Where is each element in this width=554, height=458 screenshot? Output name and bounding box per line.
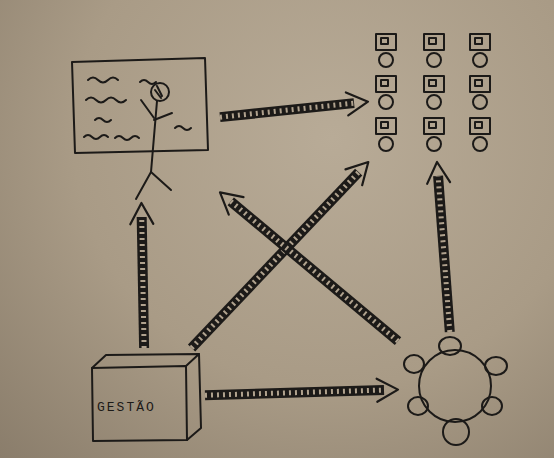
round-table [398,332,510,444]
hatched-arrow [205,379,398,402]
hatched-arrow [130,203,153,348]
arrow-hatching [205,390,384,395]
arrow-hatching [231,201,398,341]
arrow-hatching [438,176,450,332]
arrow-shaft [205,390,384,395]
arrow-shaft [192,172,359,348]
hatched-arrow [427,162,450,332]
arrow-head [130,203,153,224]
node-label: GESTÃO [97,400,156,415]
arrow-head [345,162,368,185]
arrow-head [427,162,450,184]
arrow-head [377,379,398,402]
management-box: GESTÃO [85,348,205,446]
arrow-hatching [220,103,354,117]
hatched-arrow [220,192,398,341]
hatched-arrow [192,162,369,348]
hatched-arrow [220,92,368,117]
arrow-shaft [438,176,450,332]
arrow-head [220,192,244,214]
arrow-shaft [220,103,354,117]
teacher-at-board [60,48,220,203]
arrow-shaft [142,217,144,348]
arrow-head [346,92,368,115]
arrow-shaft [231,201,398,341]
arrow-hatching [142,217,144,348]
arrow-hatching [192,172,359,348]
students-in-rows [368,28,496,162]
